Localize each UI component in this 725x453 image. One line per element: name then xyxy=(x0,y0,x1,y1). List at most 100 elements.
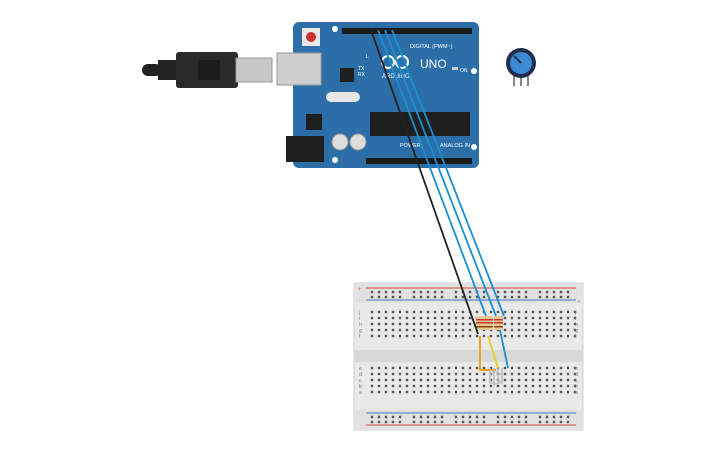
breadboard-hole[interactable] xyxy=(517,366,521,370)
breadboard-hole[interactable] xyxy=(552,334,556,338)
breadboard-hole[interactable] xyxy=(489,310,493,314)
breadboard-hole[interactable] xyxy=(524,390,528,394)
breadboard-hole[interactable] xyxy=(496,310,500,314)
breadboard-hole[interactable] xyxy=(538,366,542,370)
breadboard-hole[interactable] xyxy=(468,328,472,332)
breadboard-hole[interactable] xyxy=(461,334,465,338)
breadboard-hole[interactable] xyxy=(391,334,395,338)
rail-hole[interactable] xyxy=(559,415,563,419)
breadboard-hole[interactable] xyxy=(461,322,465,326)
breadboard-hole[interactable] xyxy=(377,328,381,332)
breadboard-hole[interactable] xyxy=(440,316,444,320)
rail-hole[interactable] xyxy=(559,295,563,299)
breadboard-hole[interactable] xyxy=(454,328,458,332)
breadboard-hole[interactable] xyxy=(447,384,451,388)
breadboard-hole[interactable] xyxy=(573,372,577,376)
breadboard-hole[interactable] xyxy=(559,310,563,314)
rail-hole[interactable] xyxy=(552,295,556,299)
breadboard-hole[interactable] xyxy=(447,328,451,332)
rail-hole[interactable] xyxy=(398,415,402,419)
breadboard-hole[interactable] xyxy=(566,310,570,314)
breadboard-hole[interactable] xyxy=(538,328,542,332)
breadboard-hole[interactable] xyxy=(426,372,430,376)
breadboard-hole[interactable] xyxy=(419,328,423,332)
rail-hole[interactable] xyxy=(559,420,563,424)
breadboard-hole[interactable] xyxy=(552,378,556,382)
breadboard-hole[interactable] xyxy=(545,322,549,326)
rail-hole[interactable] xyxy=(391,295,395,299)
breadboard-hole[interactable] xyxy=(377,310,381,314)
breadboard-hole[interactable] xyxy=(503,316,507,320)
rail-hole[interactable] xyxy=(517,415,521,419)
breadboard-hole[interactable] xyxy=(412,384,416,388)
rail-hole[interactable] xyxy=(503,420,507,424)
breadboard-hole[interactable] xyxy=(398,328,402,332)
breadboard-hole[interactable] xyxy=(370,390,374,394)
breadboard-hole[interactable] xyxy=(468,390,472,394)
rail-hole[interactable] xyxy=(482,290,486,294)
breadboard-hole[interactable] xyxy=(454,366,458,370)
rail-hole[interactable] xyxy=(510,415,514,419)
rail-hole[interactable] xyxy=(496,290,500,294)
breadboard-hole[interactable] xyxy=(475,384,479,388)
breadboard-hole[interactable] xyxy=(566,366,570,370)
breadboard-hole[interactable] xyxy=(440,384,444,388)
breadboard-hole[interactable] xyxy=(461,316,465,320)
breadboard-hole[interactable] xyxy=(461,390,465,394)
breadboard-hole[interactable] xyxy=(377,372,381,376)
breadboard-hole[interactable] xyxy=(440,378,444,382)
breadboard-hole[interactable] xyxy=(524,310,528,314)
breadboard-hole[interactable] xyxy=(391,372,395,376)
digital-header[interactable] xyxy=(342,28,472,34)
breadboard-hole[interactable] xyxy=(419,334,423,338)
breadboard-hole[interactable] xyxy=(377,316,381,320)
breadboard-hole[interactable] xyxy=(531,372,535,376)
breadboard-hole[interactable] xyxy=(545,378,549,382)
breadboard-hole[interactable] xyxy=(538,378,542,382)
rail-hole[interactable] xyxy=(440,290,444,294)
rail-hole[interactable] xyxy=(559,290,563,294)
breadboard-hole[interactable] xyxy=(391,378,395,382)
rail-hole[interactable] xyxy=(552,420,556,424)
breadboard-hole[interactable] xyxy=(566,328,570,332)
breadboard-hole[interactable] xyxy=(496,390,500,394)
breadboard-hole[interactable] xyxy=(510,334,514,338)
breadboard-hole[interactable] xyxy=(566,378,570,382)
breadboard-hole[interactable] xyxy=(468,334,472,338)
rail-hole[interactable] xyxy=(552,290,556,294)
breadboard-hole[interactable] xyxy=(510,328,514,332)
breadboard-hole[interactable] xyxy=(391,310,395,314)
rail-hole[interactable] xyxy=(482,420,486,424)
breadboard-hole[interactable] xyxy=(517,328,521,332)
rail-hole[interactable] xyxy=(468,415,472,419)
breadboard-hole[interactable] xyxy=(489,334,493,338)
breadboard-hole[interactable] xyxy=(531,316,535,320)
breadboard-hole[interactable] xyxy=(370,384,374,388)
rail-hole[interactable] xyxy=(524,420,528,424)
breadboard-hole[interactable] xyxy=(559,316,563,320)
breadboard-hole[interactable] xyxy=(440,366,444,370)
resistor-1[interactable] xyxy=(476,316,485,330)
rail-hole[interactable] xyxy=(545,420,549,424)
breadboard-hole[interactable] xyxy=(398,384,402,388)
breadboard-hole[interactable] xyxy=(398,390,402,394)
rail-hole[interactable] xyxy=(419,295,423,299)
analog-power-header[interactable] xyxy=(366,158,472,164)
rail-hole[interactable] xyxy=(391,420,395,424)
rgb-led-icon[interactable] xyxy=(489,368,503,386)
rail-hole[interactable] xyxy=(510,295,514,299)
resistor-group[interactable] xyxy=(476,316,503,330)
rail-hole[interactable] xyxy=(503,295,507,299)
breadboard-hole[interactable] xyxy=(384,322,388,326)
usb-cable-icon[interactable] xyxy=(142,52,273,88)
breadboard-hole[interactable] xyxy=(412,390,416,394)
breadboard-hole[interactable] xyxy=(398,316,402,320)
breadboard-hole[interactable] xyxy=(475,310,479,314)
rail-hole[interactable] xyxy=(440,420,444,424)
rail-hole[interactable] xyxy=(377,295,381,299)
breadboard-hole[interactable] xyxy=(461,384,465,388)
breadboard-hole[interactable] xyxy=(398,378,402,382)
breadboard-hole[interactable] xyxy=(426,378,430,382)
breadboard-hole[interactable] xyxy=(510,310,514,314)
breadboard-hole[interactable] xyxy=(398,322,402,326)
